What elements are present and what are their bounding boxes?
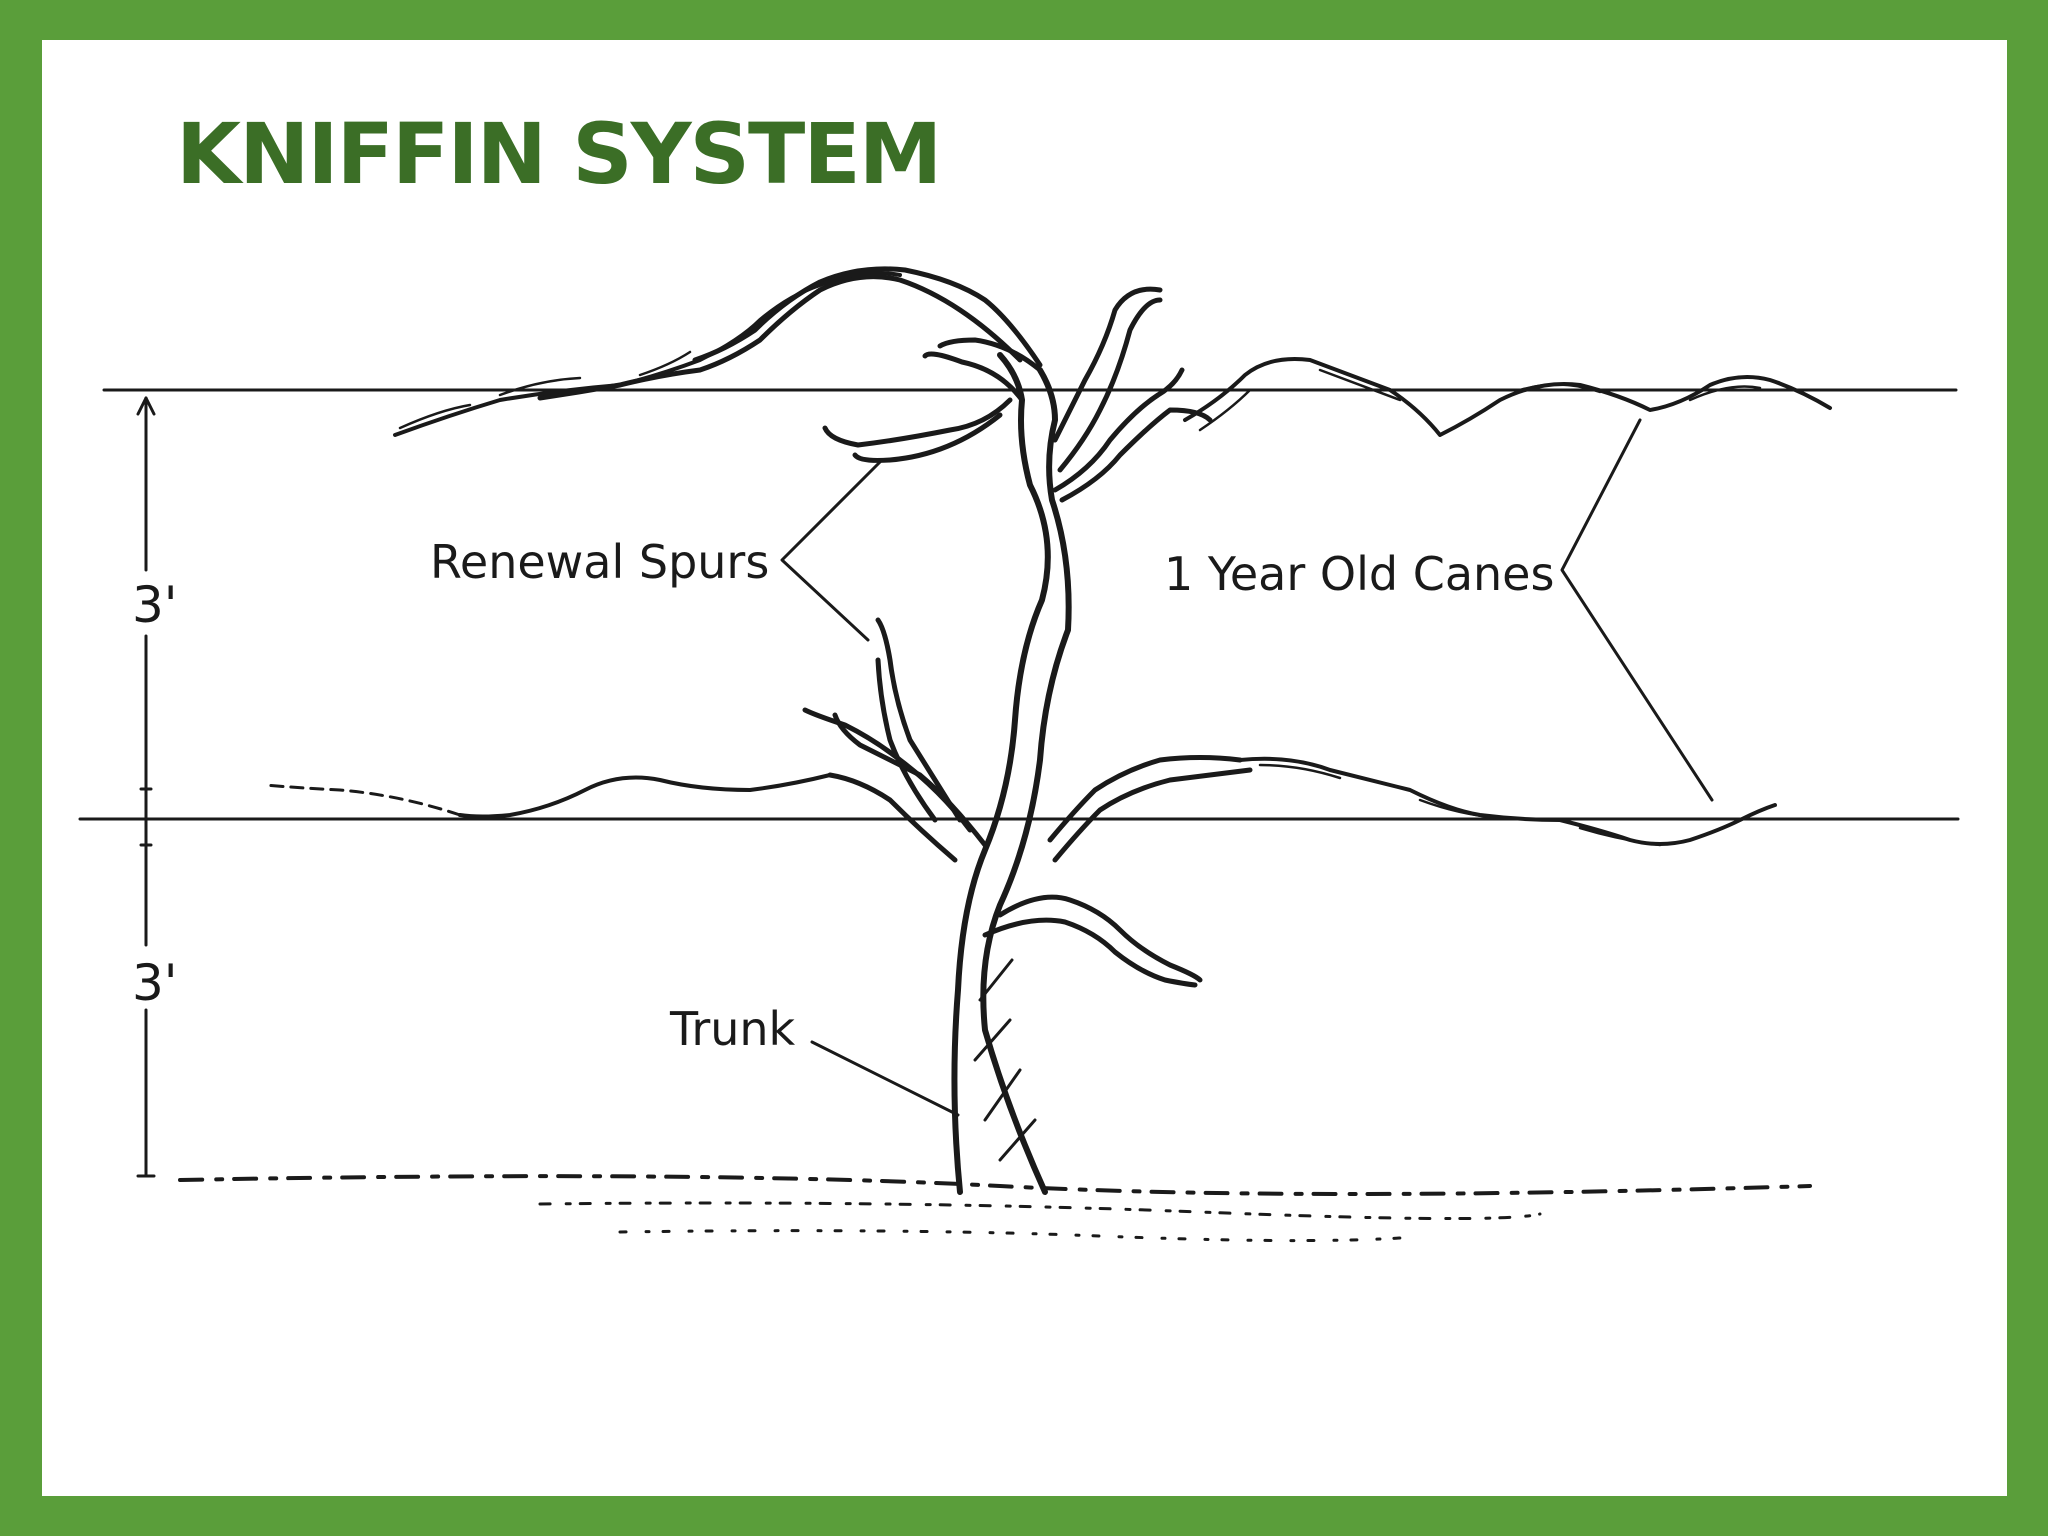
one-year-old-canes-label: 1 Year Old Canes <box>1164 547 1554 601</box>
upper-left-cane <box>393 270 902 437</box>
upper-right-cane <box>1183 357 1832 437</box>
height-dimension-line <box>136 396 156 1178</box>
lower-left-cane <box>458 773 832 819</box>
renewal-spurs-leader <box>780 460 882 642</box>
lower-right-cane <box>1238 756 1777 846</box>
trunk-label: Trunk <box>669 1002 796 1056</box>
vine-trunk <box>951 352 1072 1195</box>
renewal-spurs-label: Renewal Spurs <box>430 535 769 589</box>
canes-leader <box>1560 418 1714 802</box>
lower-arms <box>802 617 1253 988</box>
ground-line <box>178 1174 1812 1243</box>
lower-dimension-label: 3' <box>132 954 178 1012</box>
upper-left-cane-bark <box>398 350 692 430</box>
upper-dimension-label: 3' <box>132 576 178 634</box>
slide-title: KNIFFIN SYSTEM <box>176 105 942 203</box>
trunk-leader <box>810 1040 960 1117</box>
upper-right-cane-bark <box>1198 368 1762 432</box>
lower-left-cane-tip <box>263 783 462 817</box>
lower-right-cane-bark <box>1258 763 1662 847</box>
